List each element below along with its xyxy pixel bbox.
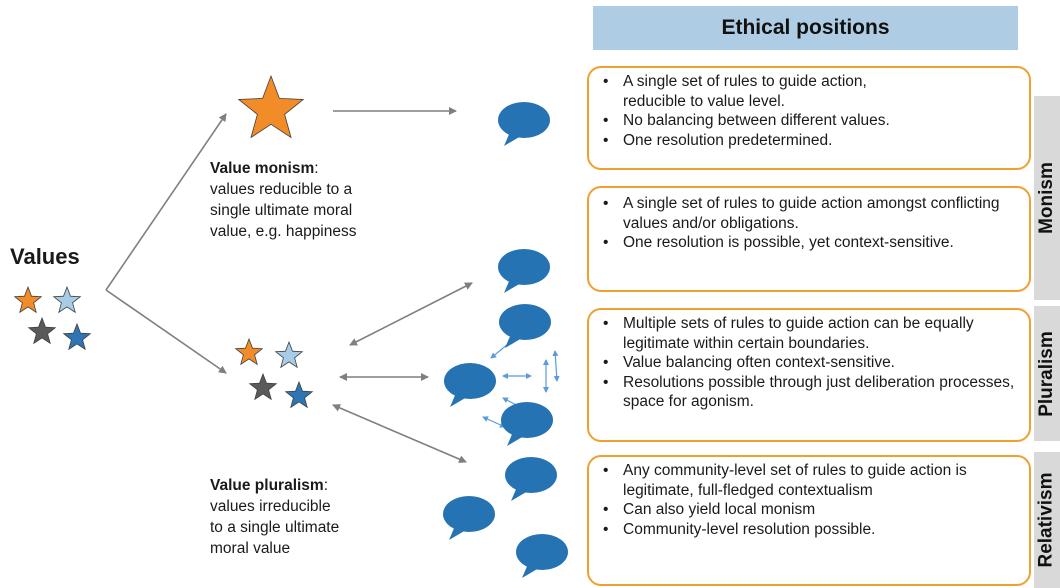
star-light-blue-icon [274, 340, 304, 369]
monism-desc-line: single ultimate moral [210, 202, 353, 219]
speech-bubble-monism-icon [498, 102, 550, 146]
values-label: Values [10, 244, 80, 269]
bullet: Can also yield local monism [603, 500, 1021, 520]
monism-desc-line: value, e.g. happiness [210, 223, 357, 240]
side-label-relativism: Relativism [1036, 472, 1058, 568]
position-box-pluralism: Multiple sets of rules to guide action c… [587, 308, 1031, 442]
star-orange-icon [234, 337, 264, 366]
speech-bubble-pluralism-right-icon [501, 402, 553, 446]
side-band-monism [1034, 96, 1060, 300]
ethical-positions-header: Ethical positions [593, 6, 1018, 50]
speech-bubble-relativism-right-icon [516, 534, 568, 578]
star-orange-icon [13, 285, 43, 314]
pluralism-term: Value pluralism [210, 477, 324, 494]
side-band-pluralism [1034, 306, 1060, 441]
position-box-monism-context: A single set of rules to guide action am… [587, 186, 1031, 292]
speech-bubble-pluralism-left-icon [444, 363, 496, 407]
small-arrow-6 [552, 350, 560, 382]
star-gray-icon [27, 316, 57, 345]
small-arrow-4 [482, 416, 506, 428]
bullet: Any community-level set of rules to guid… [603, 461, 1021, 500]
monism-term: Value monism [210, 160, 315, 177]
bullet: Resolutions possible through just delibe… [603, 373, 1021, 412]
bullet: Multiple sets of rules to guide action c… [603, 314, 1021, 353]
speech-bubble-relativism-left-icon [443, 496, 495, 540]
side-label-pluralism: Pluralism [1036, 330, 1058, 417]
star-gray-icon [248, 372, 278, 401]
bullet: Community-level resolution possible. [603, 520, 1021, 540]
bullet: Value balancing often context-sensitive. [603, 353, 1021, 373]
bullet: One resolution is possible, yet context-… [603, 233, 1021, 253]
position-box-monism-strict: A single set of rules to guide action,re… [587, 66, 1031, 170]
pluralism-desc-line: to a single ultimate [210, 519, 340, 536]
pluralism-desc-line: moral value [210, 540, 291, 557]
arrow-values-to-monism [105, 113, 227, 291]
bullet: No balancing between different values. [603, 111, 1021, 131]
position-box-relativism: Any community-level set of rules to guid… [587, 455, 1031, 586]
side-label-monism: Monism [1036, 162, 1057, 234]
speech-bubble-pluralism-top-icon [499, 304, 551, 348]
star-blue-icon [284, 380, 314, 409]
side-band-relativism [1034, 452, 1060, 588]
bullet: One resolution predetermined. [603, 131, 1021, 151]
bullet: A single set of rules to guide action,re… [603, 72, 1021, 111]
monism-desc-line: values reducible to a [210, 181, 353, 198]
big-star-monism-icon [237, 74, 305, 139]
header-title: Ethical positions [721, 16, 890, 39]
value-monism-description: Value monism: values reducible to a sing… [210, 160, 357, 240]
arrow-pluralism-to-bubble-lower [332, 404, 467, 463]
arrow-pluralism-to-bubble-upper [349, 282, 473, 346]
arrow-values-to-pluralism [105, 289, 227, 374]
star-light-blue-icon [52, 285, 82, 314]
value-pluralism-description: Value pluralism: values irreducible to a… [210, 477, 340, 557]
bullet: A single set of rules to guide action am… [603, 194, 1021, 233]
pluralism-desc-line: values irreducible [210, 498, 331, 515]
speech-bubble-monism-context-icon [498, 249, 550, 293]
star-blue-icon [62, 322, 92, 351]
speech-bubble-relativism-top-icon [505, 457, 557, 501]
